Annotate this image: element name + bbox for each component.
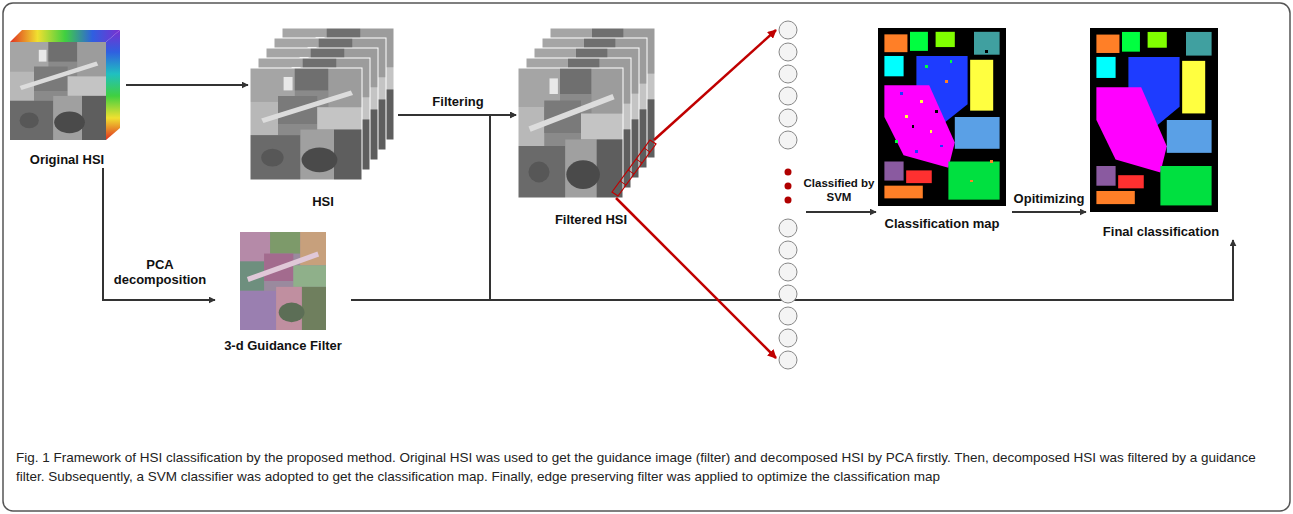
image-node: Filtered HSI [516, 26, 666, 228]
edge-label: Filtering [430, 94, 485, 109]
flow-arrow [103, 168, 215, 300]
node-label: Final classification [1086, 224, 1236, 240]
edge-label: Opitimizing [1012, 191, 1087, 206]
image-node: Original HSI [8, 26, 126, 168]
figure-caption: Fig. 1 Framework of HSI classification b… [16, 448, 1278, 486]
node-label: Filtered HSI [516, 212, 666, 228]
node-label: 3-d Guidance Filter [215, 338, 351, 354]
node-label: Original HSI [8, 152, 126, 168]
node-label: HSI [248, 194, 398, 210]
flow-arrow [126, 84, 248, 86]
edge-label: PCA decomposition [106, 257, 214, 287]
arrow-label: Classified by SVM [801, 176, 877, 204]
flow-arrow [1012, 211, 1086, 213]
image-node: Final classification [1086, 26, 1236, 240]
image-node: HSI [248, 26, 398, 210]
node-label: Classification map [872, 216, 1012, 232]
image-node: 3-d Guidance Filter [215, 228, 351, 354]
image-node: Classification map [872, 26, 1012, 232]
